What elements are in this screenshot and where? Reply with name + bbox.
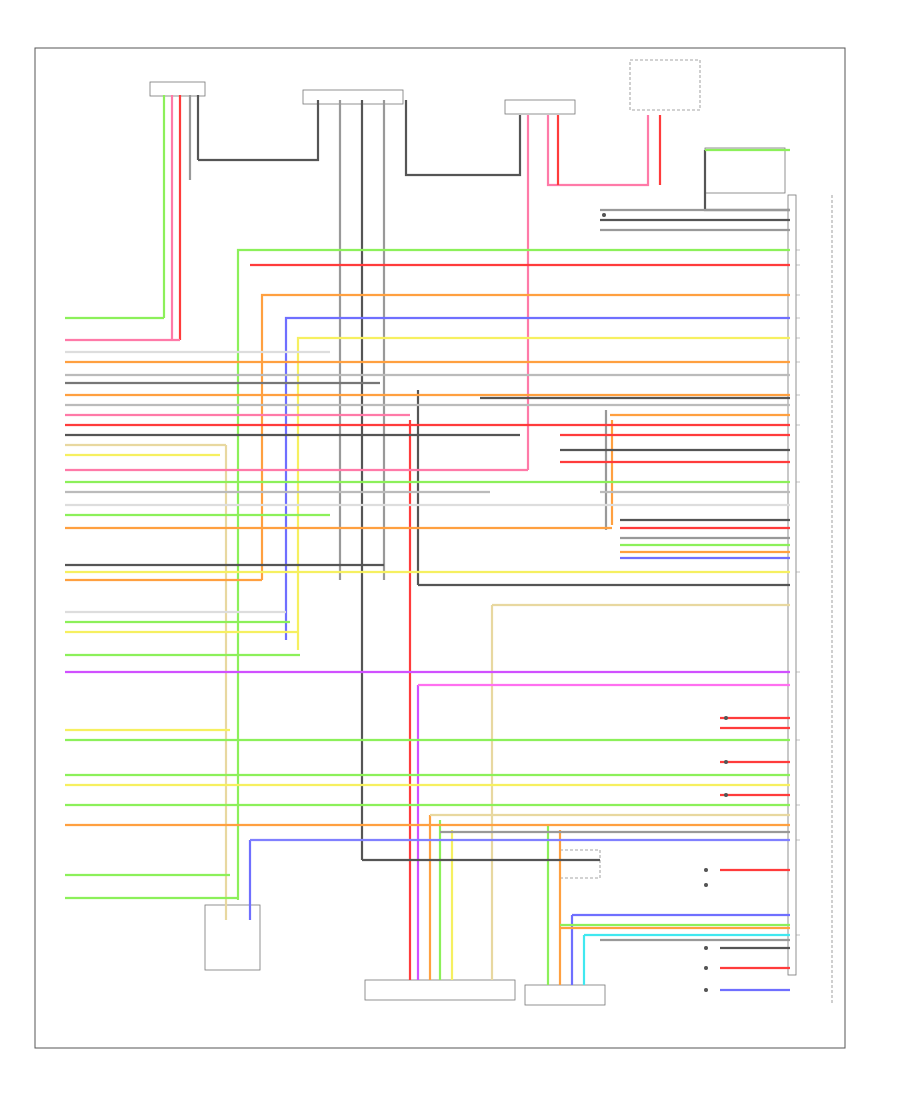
connector-bottom-center (364, 979, 516, 1001)
splice-dot (602, 213, 606, 217)
connector-right-aux (704, 147, 786, 194)
wire-v-yel-1 (296, 336, 790, 650)
top-connectors (149, 59, 786, 194)
wire-v-grn-2 (236, 248, 790, 900)
wire-v-pnk-3 (546, 115, 650, 187)
splice-dot (704, 883, 708, 887)
splice-dot (704, 868, 708, 872)
ecm-pin-marks (796, 249, 800, 936)
vertical-wires (162, 95, 790, 985)
connector-top-center (302, 89, 404, 105)
connector-bottom-left (204, 904, 261, 971)
splice-dot (724, 716, 728, 720)
connector-top-right (504, 99, 576, 115)
diagram-frame (34, 47, 846, 1049)
splice-dot (704, 988, 708, 992)
horizontal-wires (65, 208, 790, 992)
wire-v-blk-2 (198, 100, 320, 162)
connector-top-left (149, 81, 206, 97)
connector-bottom-right (524, 984, 606, 1006)
splice-dot (724, 760, 728, 764)
connector-top-far-right (629, 59, 701, 111)
splice-markers (602, 213, 728, 992)
bottom-connectors (204, 849, 606, 1006)
wire-v-blk-4 (404, 100, 522, 177)
wire-v-blu-1 (284, 316, 790, 640)
wire-v-blk-6 (703, 150, 790, 212)
splice-dot (704, 946, 708, 950)
connector-small-box (559, 849, 601, 879)
splice-dot (724, 793, 728, 797)
splice-dot (704, 966, 708, 970)
wire-v-org-1 (260, 293, 790, 580)
